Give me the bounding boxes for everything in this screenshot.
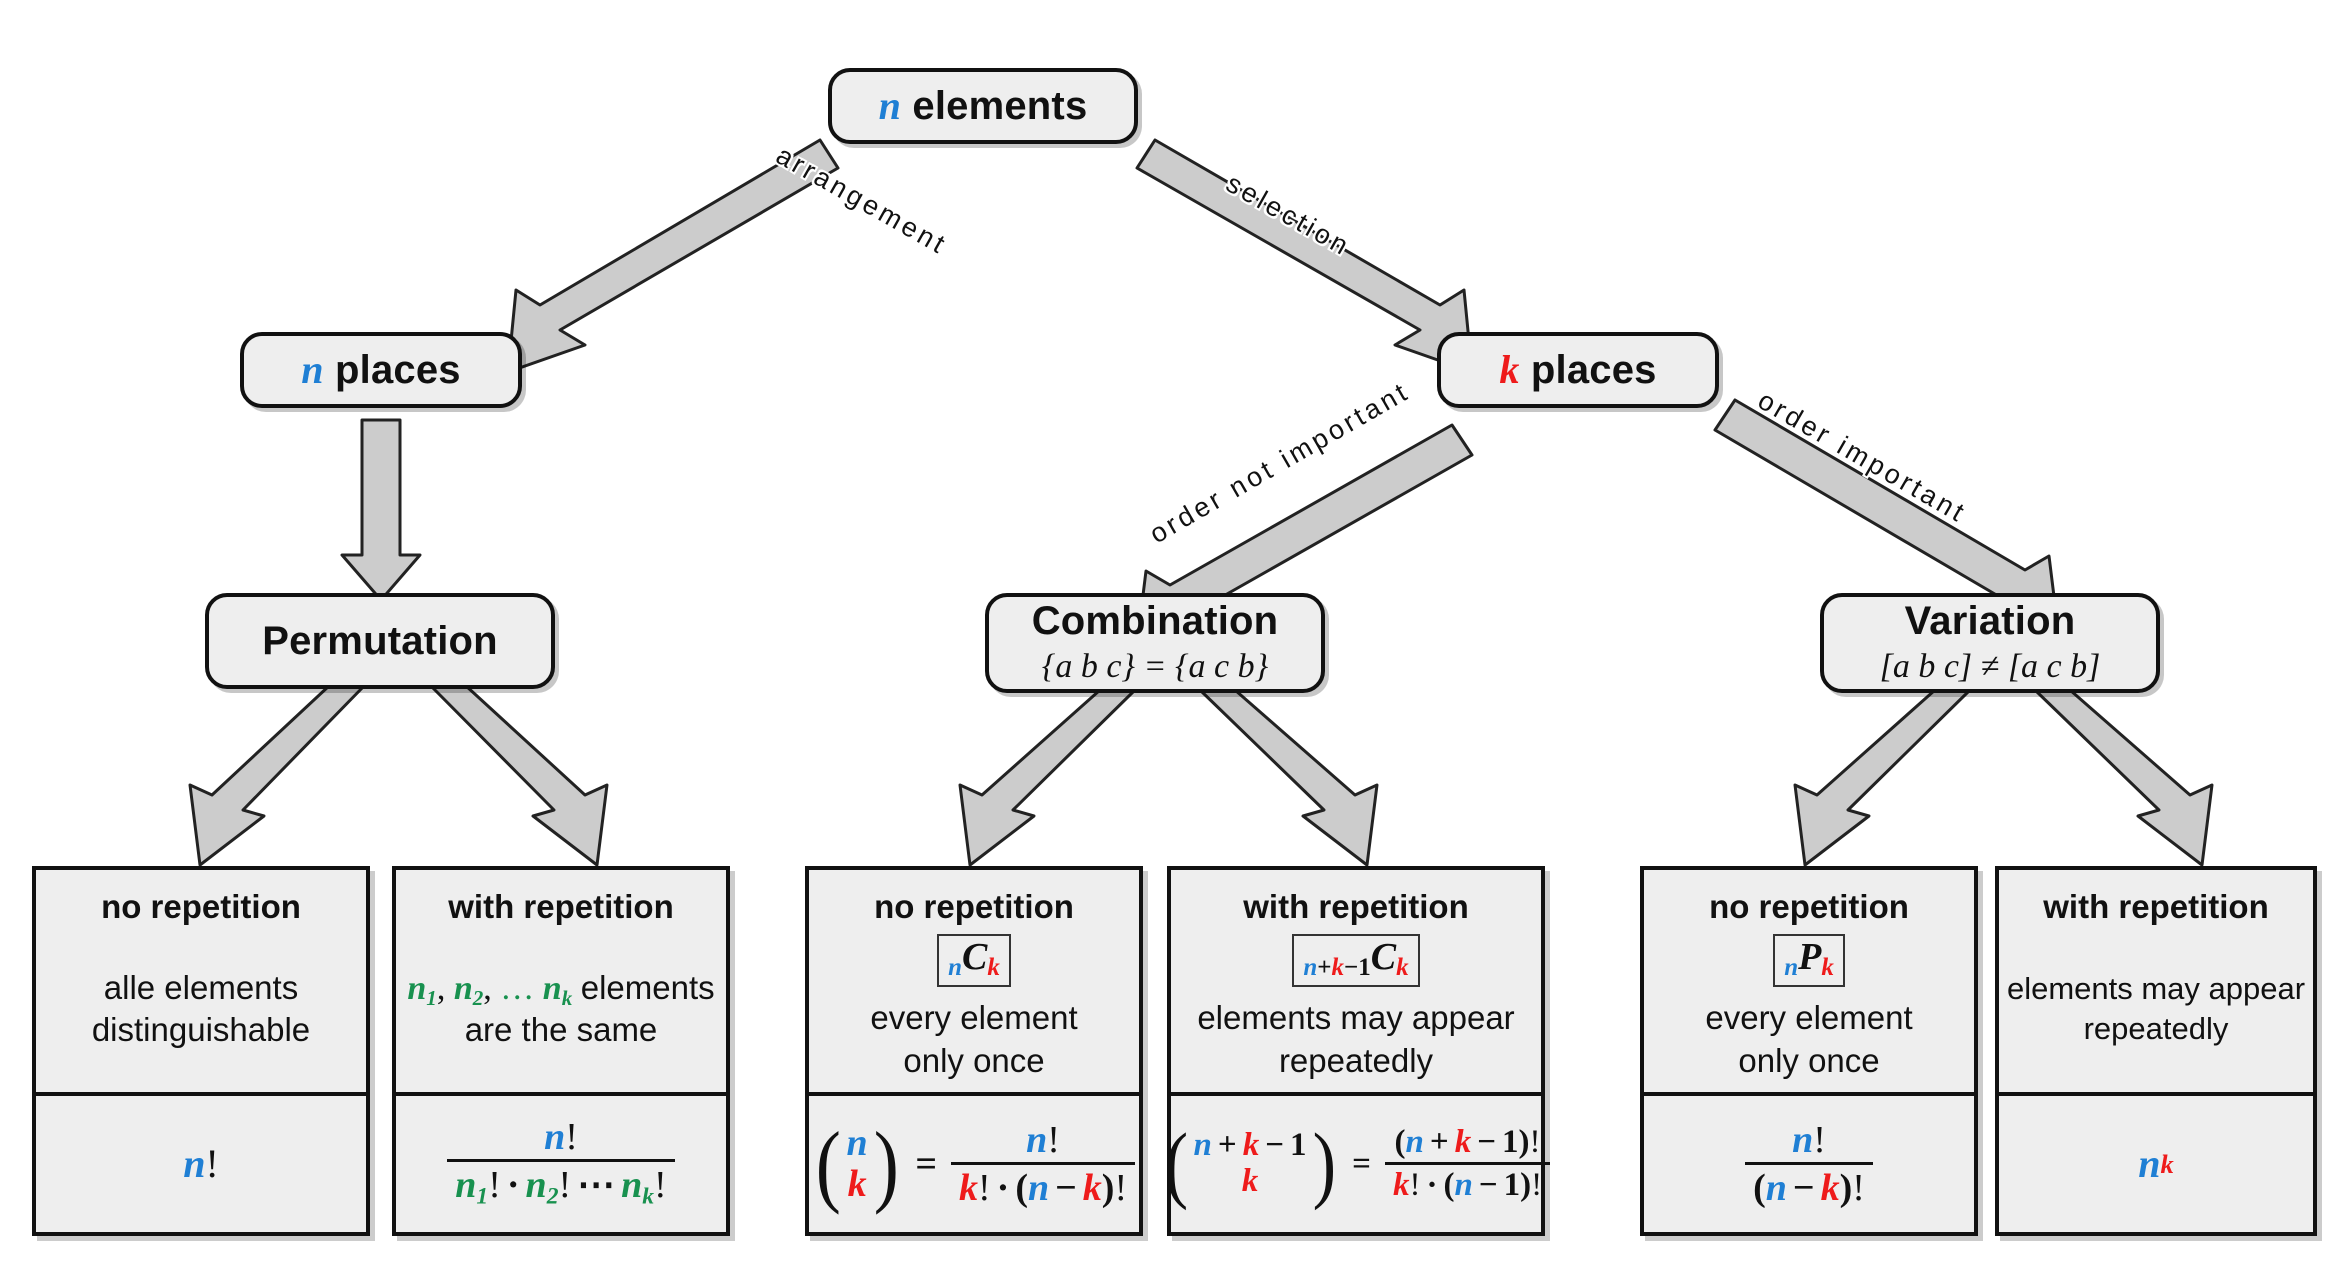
node-combination-label: Combination xyxy=(1031,599,1279,644)
node-variation-label: Variation xyxy=(1904,599,2076,644)
notation-nCk: nCk xyxy=(937,933,1011,988)
node-n-places-label: n places xyxy=(301,347,461,393)
leaf-head: no repetition xyxy=(1709,888,1909,925)
leaf-top-cell: no repetition nPk every element only onc… xyxy=(1644,870,1974,1092)
leaf-permutation-no-repetition[interactable]: no repetition alle elements distinguisha… xyxy=(32,866,370,1236)
node-k-places-label: k places xyxy=(1499,347,1657,393)
leaf-variation-no-repetition[interactable]: no repetition nPk every element only onc… xyxy=(1640,866,1978,1236)
leaf-head: no repetition xyxy=(101,888,301,925)
leaf-formula-cell: n! xyxy=(36,1092,366,1232)
notation-nPk: nPk xyxy=(1773,933,1845,988)
node-combination-subtitle: {a b c} = {a c b} xyxy=(1041,648,1269,686)
leaf-formula-cell: ( n+k−1 k ) = (n+k−1)! k!·(n−1)! xyxy=(1164,1092,1551,1232)
leaf-description: n1, n2, … nk elements are the same xyxy=(407,968,715,1048)
formula-multiset-coefficient: ( n+k−1 k ) = (n+k−1)! k!·(n−1)! xyxy=(1162,1120,1551,1206)
leaf-head: no repetition xyxy=(874,888,1074,925)
formula-partial-permutation: n! (n−k)! xyxy=(1745,1121,1873,1207)
node-variation[interactable]: Variation [a b c] ≠ [a c b] xyxy=(1820,593,2160,693)
leaf-top-cell: with repetition n1, n2, … nk elements ar… xyxy=(396,870,726,1092)
formula-multiset-permutation: n! n1!·n2!⋯nk! xyxy=(447,1118,675,1209)
formula-binomial-coefficient: ( n k ) = n! k!·(n−k)! xyxy=(813,1118,1136,1210)
leaf-top-cell: no repetition alle elements distinguisha… xyxy=(36,870,366,1092)
node-n-places[interactable]: n places xyxy=(240,332,522,408)
leaf-head: with repetition xyxy=(1243,888,1469,925)
leaf-description: every element only once xyxy=(1705,999,1913,1079)
leaf-combination-no-repetition[interactable]: no repetition nCk every element only onc… xyxy=(805,866,1143,1236)
leaf-top-cell: with repetition n+k−1Ck elements may app… xyxy=(1171,870,1541,1092)
leaf-variation-with-repetition[interactable]: with repetition elements may appear repe… xyxy=(1995,866,2317,1236)
leaf-formula-cell: ( n k ) = n! k!·(n−k)! xyxy=(809,1092,1139,1232)
formula-n-factorial: n! xyxy=(183,1141,219,1186)
node-n-elements-label: n elements xyxy=(878,83,1088,129)
node-permutation[interactable]: Permutation xyxy=(205,593,555,689)
leaf-top-cell: no repetition nCk every element only onc… xyxy=(809,870,1139,1092)
leaf-description: elements may appear repeatedly xyxy=(1197,999,1515,1079)
leaf-permutation-with-repetition[interactable]: with repetition n1, n2, … nk elements ar… xyxy=(392,866,730,1236)
leaf-description: alle elements distinguishable xyxy=(91,968,311,1048)
node-combination[interactable]: Combination {a b c} = {a c b} xyxy=(985,593,1325,693)
leaf-formula-cell: n! (n−k)! xyxy=(1644,1092,1974,1232)
notation-n-plus-k-minus-1-C-k: n+k−1Ck xyxy=(1292,933,1420,988)
leaf-formula-cell: n! n1!·n2!⋯nk! xyxy=(396,1092,726,1232)
node-n-elements[interactable]: n elements xyxy=(828,68,1138,144)
leaf-combination-with-repetition[interactable]: with repetition n+k−1Ck elements may app… xyxy=(1164,866,1551,1236)
leaf-top-cell: with repetition elements may appear repe… xyxy=(1999,870,2313,1092)
node-k-places[interactable]: k places xyxy=(1437,332,1719,408)
node-variation-subtitle: [a b c] ≠ [a c b] xyxy=(1879,648,2101,686)
leaf-description: elements may appear repeatedly xyxy=(2006,971,2306,1046)
node-permutation-label: Permutation xyxy=(262,619,498,663)
leaf-description: every element only once xyxy=(870,999,1078,1079)
leaf-head: with repetition xyxy=(448,888,674,925)
leaf-head: with repetition xyxy=(2043,888,2269,925)
